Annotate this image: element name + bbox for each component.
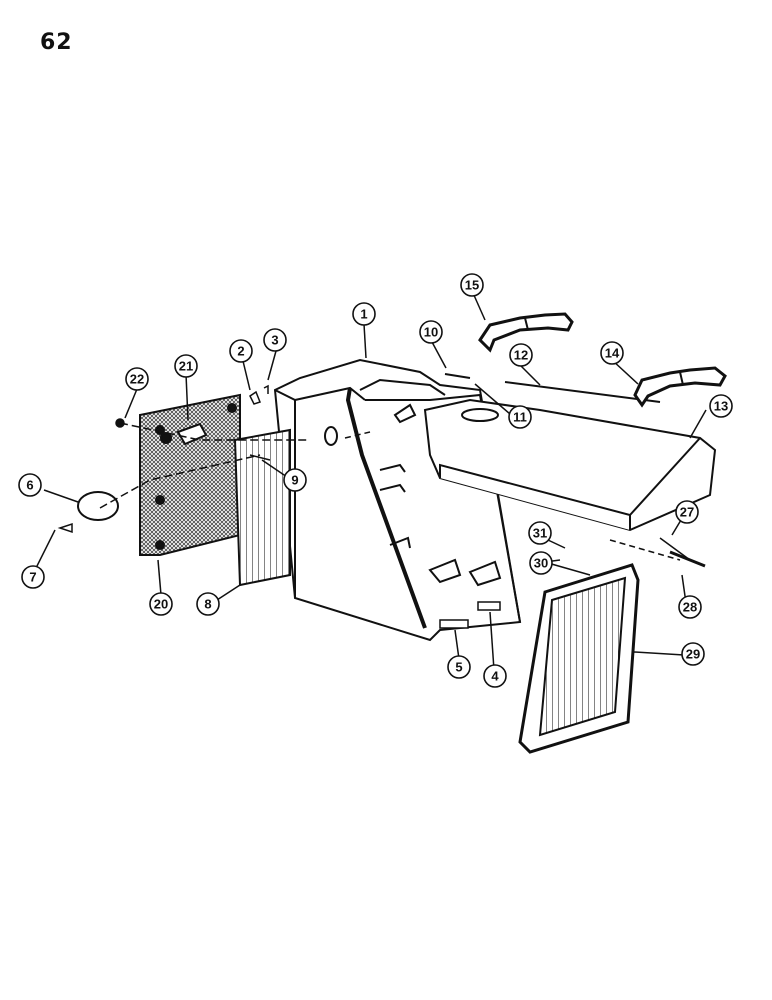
callout-circle bbox=[419, 320, 443, 344]
callout-30: 30 bbox=[529, 551, 553, 575]
radiator-panel bbox=[518, 563, 640, 754]
callout-9: 9 bbox=[283, 468, 307, 492]
callout-3: 3 bbox=[263, 328, 287, 352]
grille-slats bbox=[233, 428, 291, 587]
callout-label: 4 bbox=[491, 669, 499, 684]
callout-6: 6 bbox=[18, 473, 42, 497]
callout-label: 13 bbox=[714, 399, 728, 414]
callout-label: 6 bbox=[26, 478, 33, 493]
callout-28: 28 bbox=[678, 595, 702, 619]
callout-label: 31 bbox=[533, 526, 547, 541]
callout-circle bbox=[460, 273, 484, 297]
leader-lines bbox=[33, 292, 707, 671]
page-number: 62 bbox=[40, 30, 73, 55]
callout-circle bbox=[483, 664, 507, 688]
handle-15 bbox=[478, 312, 574, 353]
callout-1: 1 bbox=[352, 302, 376, 326]
trim-strips bbox=[444, 373, 661, 403]
callout-label: 15 bbox=[465, 278, 479, 293]
callout-11: 11 bbox=[508, 405, 532, 429]
callout-circle bbox=[681, 642, 705, 666]
callout-15: 15 bbox=[460, 273, 484, 297]
callout-7: 7 bbox=[21, 565, 45, 589]
callout-label: 14 bbox=[605, 346, 620, 361]
callout-5: 5 bbox=[447, 655, 471, 679]
callout-2: 2 bbox=[229, 339, 253, 363]
callout-circle bbox=[18, 473, 42, 497]
callout-29: 29 bbox=[681, 642, 705, 666]
callout-label: 30 bbox=[534, 556, 548, 571]
callout-circle bbox=[600, 341, 624, 365]
callout-label: 21 bbox=[179, 359, 193, 374]
callout-label: 20 bbox=[154, 597, 168, 612]
callout-label: 11 bbox=[513, 410, 527, 425]
callout-label: 12 bbox=[514, 348, 528, 363]
callout-circle bbox=[283, 468, 307, 492]
emblem-plate bbox=[77, 491, 119, 521]
callout-label: 29 bbox=[686, 647, 700, 662]
callout-label: 28 bbox=[683, 600, 697, 615]
callout-10: 10 bbox=[419, 320, 443, 344]
callout-circle bbox=[263, 328, 287, 352]
callout-label: 2 bbox=[237, 344, 244, 359]
callout-27: 27 bbox=[675, 500, 699, 524]
callout-8: 8 bbox=[196, 592, 220, 616]
bracket-21 bbox=[160, 422, 208, 446]
callout-circle bbox=[678, 595, 702, 619]
callout-circle bbox=[529, 551, 553, 575]
callout-circle bbox=[174, 354, 198, 378]
callout-label: 1 bbox=[360, 307, 367, 322]
callout-20: 20 bbox=[149, 592, 173, 616]
callout-circle bbox=[709, 394, 733, 418]
callout-circle bbox=[508, 405, 532, 429]
callout-label: 10 bbox=[424, 325, 438, 340]
callout-label: 27 bbox=[680, 505, 694, 520]
callout-label: 7 bbox=[29, 570, 36, 585]
callout-label: 3 bbox=[271, 333, 278, 348]
callout-circle bbox=[21, 565, 45, 589]
callout-21: 21 bbox=[174, 354, 198, 378]
mesh-screen bbox=[139, 393, 241, 556]
callout-22: 22 bbox=[125, 367, 149, 391]
callout-circle bbox=[352, 302, 376, 326]
callout-13: 13 bbox=[709, 394, 733, 418]
callout-circle bbox=[528, 521, 552, 545]
top-panel bbox=[423, 398, 717, 532]
handle-14 bbox=[633, 366, 727, 408]
callout-label: 8 bbox=[204, 597, 211, 612]
callout-label: 9 bbox=[291, 473, 298, 488]
callout-14: 14 bbox=[600, 341, 624, 365]
callout-circle bbox=[149, 592, 173, 616]
callout-4: 4 bbox=[483, 664, 507, 688]
callout-31: 31 bbox=[528, 521, 552, 545]
callout-circle bbox=[509, 343, 533, 367]
callout-circle bbox=[675, 500, 699, 524]
hardware-parts bbox=[57, 384, 706, 629]
callout-circle bbox=[196, 592, 220, 616]
callout-12: 12 bbox=[509, 343, 533, 367]
callout-circle bbox=[125, 367, 149, 391]
callout-label: 5 bbox=[455, 660, 462, 675]
callout-label: 22 bbox=[130, 372, 144, 387]
callout-circle bbox=[447, 655, 471, 679]
callout-circle bbox=[229, 339, 253, 363]
